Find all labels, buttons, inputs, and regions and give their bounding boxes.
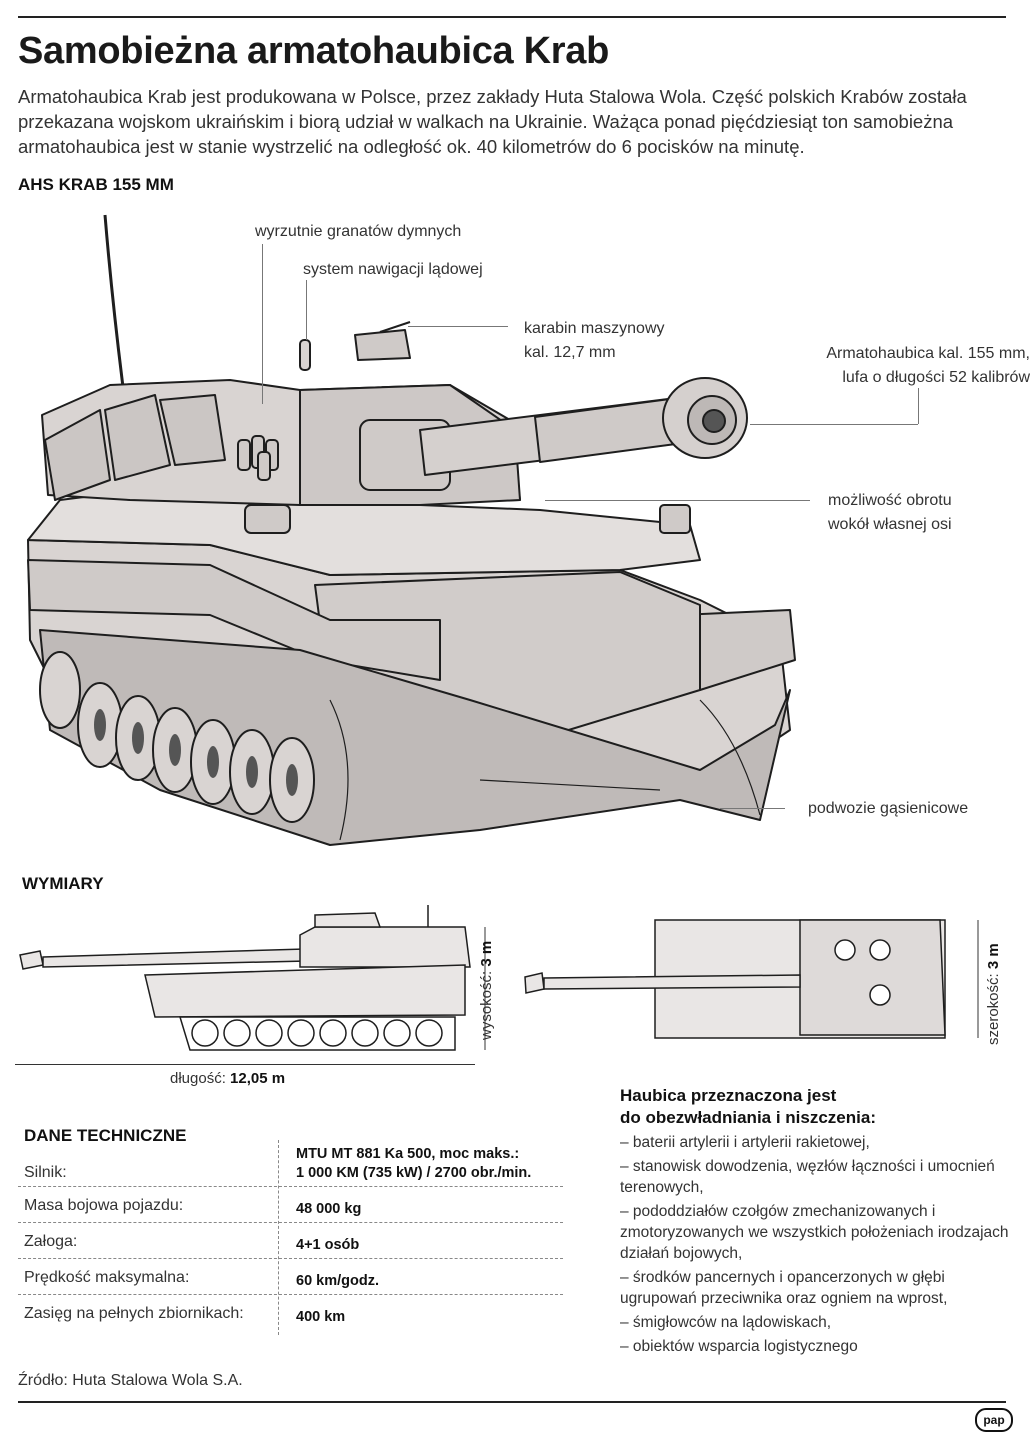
purpose-list: – baterii artylerii i artylerii rakietow… bbox=[620, 1132, 1015, 1360]
dimensions-heading: WYMIARY bbox=[22, 874, 104, 893]
spec-row-engine: Silnik: MTU MT 881 Ka 500, moc maks.: 1 … bbox=[18, 1140, 563, 1187]
callout-tracks: podwozie gąsienicowe bbox=[808, 800, 969, 817]
specs-heading: DANE TECHNICZNE bbox=[24, 1126, 187, 1145]
lead-paragraph: Armatohaubica Krab jest produkowana w Po… bbox=[18, 86, 967, 157]
nav-leader-line bbox=[306, 280, 307, 340]
list-item: – stanowisk dowodzenia, węzłów łączności… bbox=[620, 1158, 995, 1196]
bottom-rule bbox=[18, 1401, 1006, 1403]
height-dimension: wysokość: 3 m bbox=[478, 940, 495, 1040]
gun-leader-line-h bbox=[750, 424, 918, 425]
callout-gun: Armatohaubica kal. 155 mm, lufa o długoś… bbox=[826, 345, 1030, 386]
top-view-drawing bbox=[524, 919, 979, 1039]
callout-machine-gun: karabin maszynowy kal. 12,7 mm bbox=[524, 320, 665, 361]
list-item: – obiektów wsparcia logistycznego bbox=[620, 1338, 858, 1355]
top-rule bbox=[18, 16, 1006, 18]
pap-logo: pap bbox=[975, 1408, 1013, 1432]
source-note: Źródło: Huta Stalowa Wola S.A. bbox=[18, 1372, 243, 1389]
list-item: – środków pancernych i opancerzonych w g… bbox=[620, 1269, 948, 1307]
list-item: – pododdziałów czołgów zmechanizowanych … bbox=[620, 1203, 1009, 1262]
length-dimension-line bbox=[15, 1064, 475, 1065]
krab-illustration bbox=[27, 214, 796, 846]
list-item: – baterii artylerii i artylerii rakietow… bbox=[620, 1134, 870, 1151]
mg-leader-line bbox=[408, 326, 508, 327]
spec-row-crew: Załoga: 4+1 osób bbox=[18, 1222, 563, 1259]
gun-leader-line-v bbox=[918, 388, 919, 424]
callout-smoke-launchers: wyrzutnie granatów dymnych bbox=[255, 223, 462, 240]
page-title: Samobieżna armatohaubica Krab bbox=[18, 30, 610, 72]
side-view-drawing bbox=[19, 905, 486, 1051]
diagram-heading: AHS KRAB 155 MM bbox=[18, 175, 174, 194]
callout-rotation: możliwość obrotu wokół własnej osi bbox=[828, 492, 952, 533]
rotation-leader-line bbox=[545, 500, 810, 501]
purpose-title: Haubica przeznaczona jest do obezwładnia… bbox=[620, 1086, 876, 1127]
specs-column-divider bbox=[278, 1140, 279, 1335]
tracks-leader-line bbox=[720, 808, 785, 809]
spec-row-speed: Prędkość maksymalna: 60 km/godz. bbox=[18, 1258, 563, 1295]
spec-row-mass: Masa bojowa pojazdu: 48 000 kg bbox=[18, 1186, 563, 1223]
width-dimension: szerokość: 3 m bbox=[985, 943, 1002, 1045]
smoke-leader-line bbox=[262, 244, 263, 404]
callout-navigation: system nawigacji lądowej bbox=[303, 261, 483, 278]
list-item: – śmigłowców na lądowiskach, bbox=[620, 1314, 832, 1331]
spec-row-range: Zasięg na pełnych zbiornikach: 400 km bbox=[24, 1305, 346, 1325]
length-dimension: długość: 12,05 m bbox=[170, 1070, 286, 1087]
